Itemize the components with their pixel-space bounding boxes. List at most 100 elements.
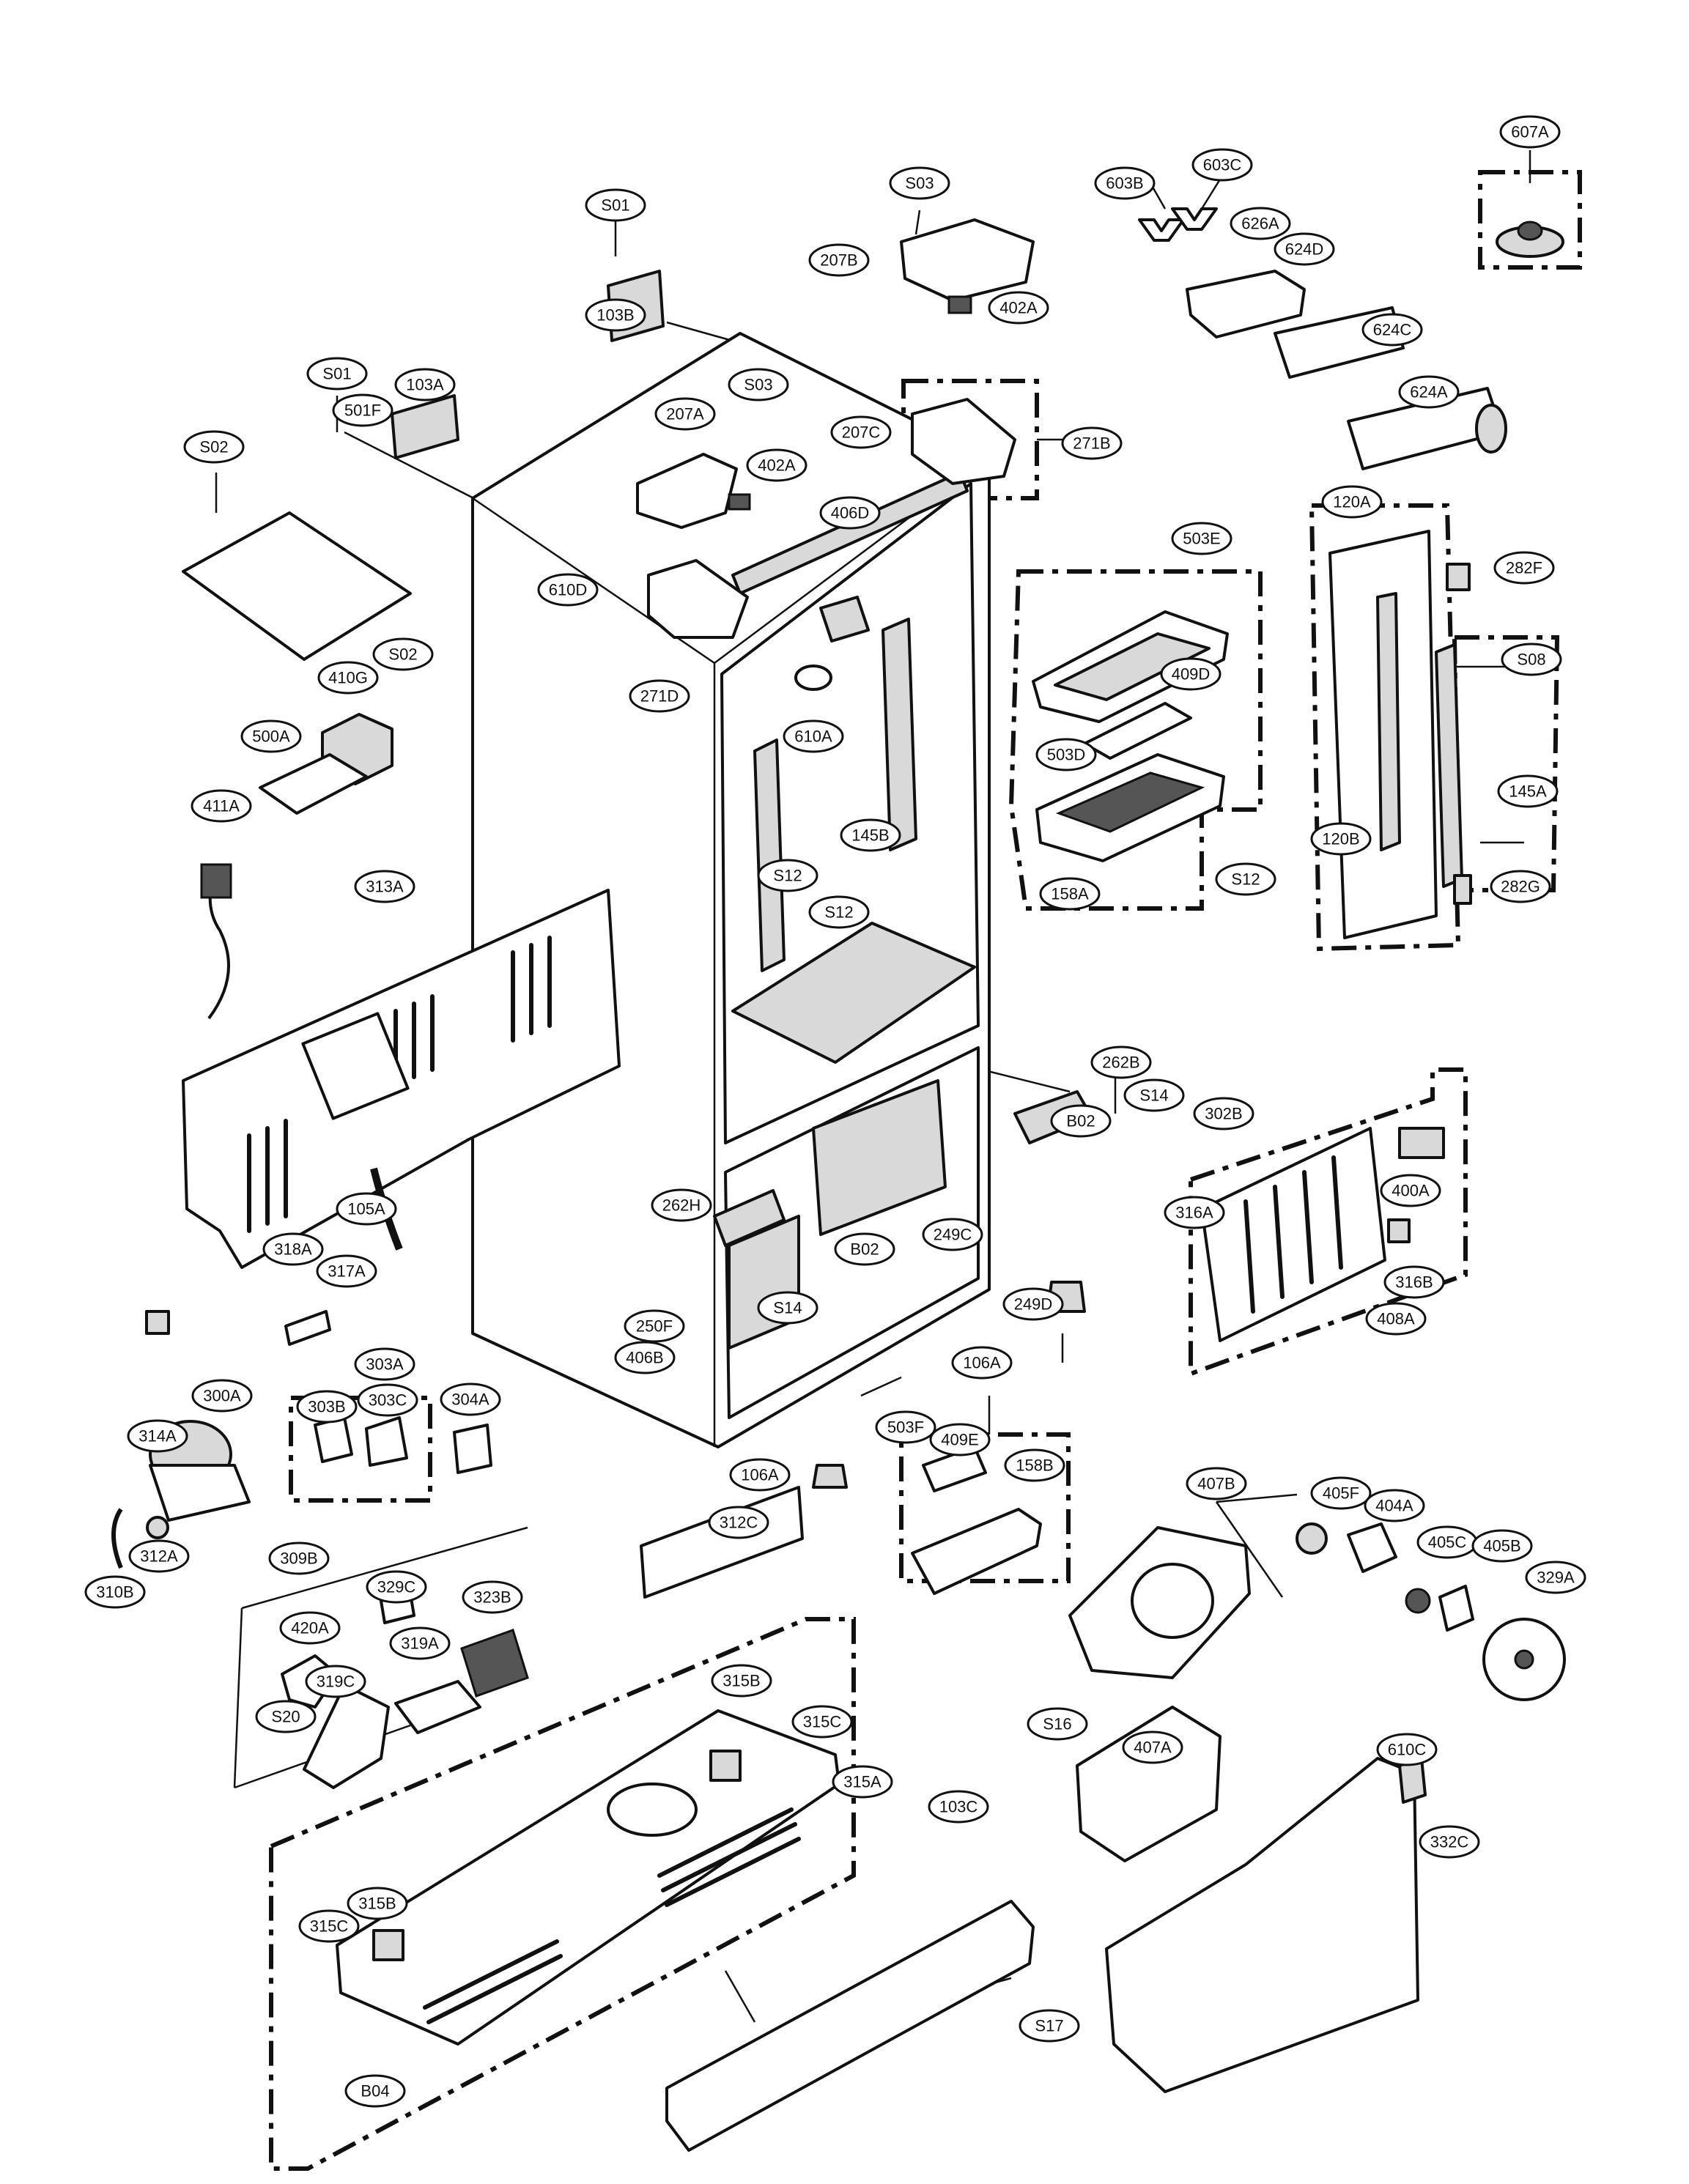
- part-282g: [1453, 874, 1472, 905]
- part-label-text: 402A: [999, 299, 1038, 317]
- part-label-bubble: 319A: [389, 1626, 451, 1660]
- part-315b-top: [709, 1750, 742, 1782]
- part-label-bubble: S08: [1501, 643, 1562, 676]
- part-501f: [182, 511, 412, 661]
- part-207c: [731, 471, 969, 595]
- part-label-text: 314A: [138, 1427, 177, 1445]
- part-label-text: 329C: [377, 1578, 416, 1596]
- part-label-outline: [832, 1765, 893, 1799]
- part-label-text: 310B: [96, 1583, 133, 1602]
- part-label-outline: [262, 1232, 324, 1266]
- part-label-bubble: 145A: [1497, 774, 1559, 808]
- part-label-bubble: 315B: [347, 1887, 408, 1920]
- part-406d: [819, 596, 870, 643]
- part-label-text: 304A: [451, 1391, 489, 1409]
- part-label-outline: [808, 243, 870, 277]
- part-label-text: 315C: [803, 1713, 842, 1731]
- part-label-bubble: 303B: [296, 1390, 358, 1424]
- part-label-bubble: 207B: [808, 243, 870, 277]
- part-label-text: 317A: [328, 1262, 366, 1281]
- part-label-bubble: 262B: [1090, 1045, 1152, 1079]
- part-label-text: 405F: [1323, 1484, 1359, 1503]
- part-label-text: B02: [850, 1240, 879, 1259]
- part-label-text: 207A: [666, 405, 704, 423]
- part-label-bubble: 106A: [951, 1346, 1013, 1380]
- part-label-outline: [808, 895, 870, 929]
- shelf-floor-upper: [731, 922, 976, 1064]
- back-cover-313a: [182, 889, 621, 1269]
- part-label-bubble: 404A: [1364, 1489, 1425, 1522]
- part-label-text: S12: [773, 867, 802, 885]
- part-label-outline: [711, 1664, 772, 1698]
- part-label-outline: [183, 430, 245, 464]
- part-label-outline: [728, 368, 789, 401]
- part-label-outline: [1215, 862, 1276, 896]
- part-407a: [1076, 1706, 1222, 1862]
- part-label-bubble: 402A: [988, 291, 1049, 325]
- right-lower-parts: [713, 1090, 1566, 2093]
- part-label-outline: [1310, 1476, 1372, 1510]
- part-label-text: 249D: [1014, 1295, 1053, 1314]
- part-label-outline: [1419, 1825, 1480, 1859]
- part-label-outline: [127, 1419, 188, 1453]
- part-label-bubble: 405B: [1471, 1529, 1533, 1563]
- part-label-text: 315B: [722, 1672, 760, 1690]
- part-label-bubble: 329A: [1525, 1561, 1586, 1594]
- part-label-bubble: S17: [1019, 2009, 1080, 2043]
- part-label-text: 250F: [636, 1317, 673, 1336]
- part-103c: [665, 1900, 1035, 2152]
- part-label-outline: [344, 2074, 406, 2108]
- part-label-outline: [462, 1580, 523, 1614]
- part-label-text: S14: [1139, 1087, 1168, 1105]
- part-label-outline: [1501, 643, 1562, 676]
- part-label-outline: [1090, 1045, 1152, 1079]
- part-315a: [336, 1709, 840, 2046]
- part-label-bubble: 407A: [1122, 1730, 1183, 1764]
- part-label-outline: [1364, 1489, 1425, 1522]
- part-323b: [460, 1629, 529, 1698]
- part-label-text: 624D: [1285, 240, 1324, 259]
- part-label-outline: [1035, 738, 1097, 771]
- part-label-bubble: 603C: [1191, 148, 1253, 182]
- part-282f: [1446, 563, 1471, 591]
- part-label-outline: [366, 1570, 427, 1604]
- part-label-text: 315C: [310, 1917, 349, 1936]
- part-405f: [1296, 1522, 1328, 1555]
- part-label-outline: [255, 1700, 317, 1733]
- part-label-outline: [1004, 1448, 1065, 1482]
- part-label-bubble: 145B: [840, 818, 901, 852]
- part-label-bubble: 503D: [1035, 738, 1097, 771]
- part-label-outline: [1061, 426, 1123, 460]
- part-405c: [1405, 1588, 1431, 1614]
- part-label-text: 145B: [851, 826, 889, 845]
- part-label-outline: [1525, 1561, 1586, 1594]
- part-label-bubble: 103B: [585, 298, 646, 332]
- part-label-outline: [875, 1410, 936, 1444]
- part-label-outline: [128, 1539, 190, 1573]
- part-409d: [1083, 702, 1192, 760]
- part-271d: [647, 559, 749, 639]
- part-label-text: 408A: [1377, 1310, 1415, 1328]
- part-label-bubble: 249C: [922, 1218, 983, 1251]
- part-label-text: 249C: [934, 1226, 972, 1244]
- part-label-text: 407B: [1197, 1475, 1235, 1493]
- part-332c: [1105, 1757, 1419, 2093]
- part-158b: [911, 1508, 1042, 1595]
- part-label-bubble: 105A: [336, 1192, 397, 1226]
- part-label-bubble: 300A: [191, 1379, 253, 1413]
- part-label-bubble: 317A: [316, 1254, 377, 1288]
- part-label-text: S12: [1231, 870, 1260, 889]
- part-label-text: B04: [361, 2082, 389, 2100]
- part-label-bubble: 106A: [729, 1458, 791, 1492]
- part-label-outline: [1383, 1265, 1445, 1299]
- part-label-text: 603C: [1203, 156, 1242, 174]
- part-label-bubble: 309B: [268, 1541, 330, 1575]
- part-316b: [1387, 1218, 1411, 1243]
- part-label-outline: [1094, 166, 1156, 200]
- part-label-text: 106A: [963, 1354, 1001, 1372]
- part-label-outline: [357, 1383, 418, 1417]
- part-label-bubble: 313A: [354, 870, 415, 903]
- part-label-text: 309B: [280, 1550, 317, 1568]
- part-label-bubble: 610A: [783, 719, 844, 753]
